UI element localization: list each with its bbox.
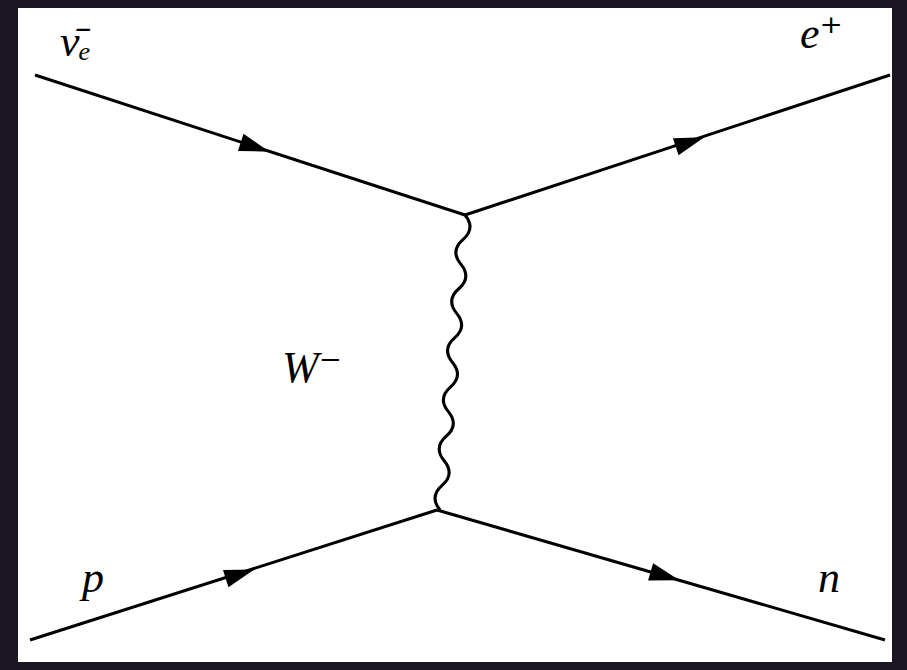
particle-label: p: [82, 556, 104, 600]
arrowhead: [238, 134, 272, 160]
particle-label: W⁻: [282, 346, 342, 390]
arrowhead: [223, 561, 257, 587]
diagram-ground: [18, 8, 892, 662]
particle-label: ν̄ₑ: [60, 20, 91, 64]
arrowhead: [673, 129, 707, 155]
particle-label: n: [818, 556, 840, 600]
neutron-line: [437, 510, 885, 640]
positron-line: [465, 75, 890, 215]
arrowhead: [648, 563, 682, 589]
antineutrino-line: [35, 75, 465, 215]
particle-label: e⁺: [800, 12, 843, 56]
proton-line: [30, 510, 437, 640]
w-boson-propagator: [434, 214, 471, 510]
